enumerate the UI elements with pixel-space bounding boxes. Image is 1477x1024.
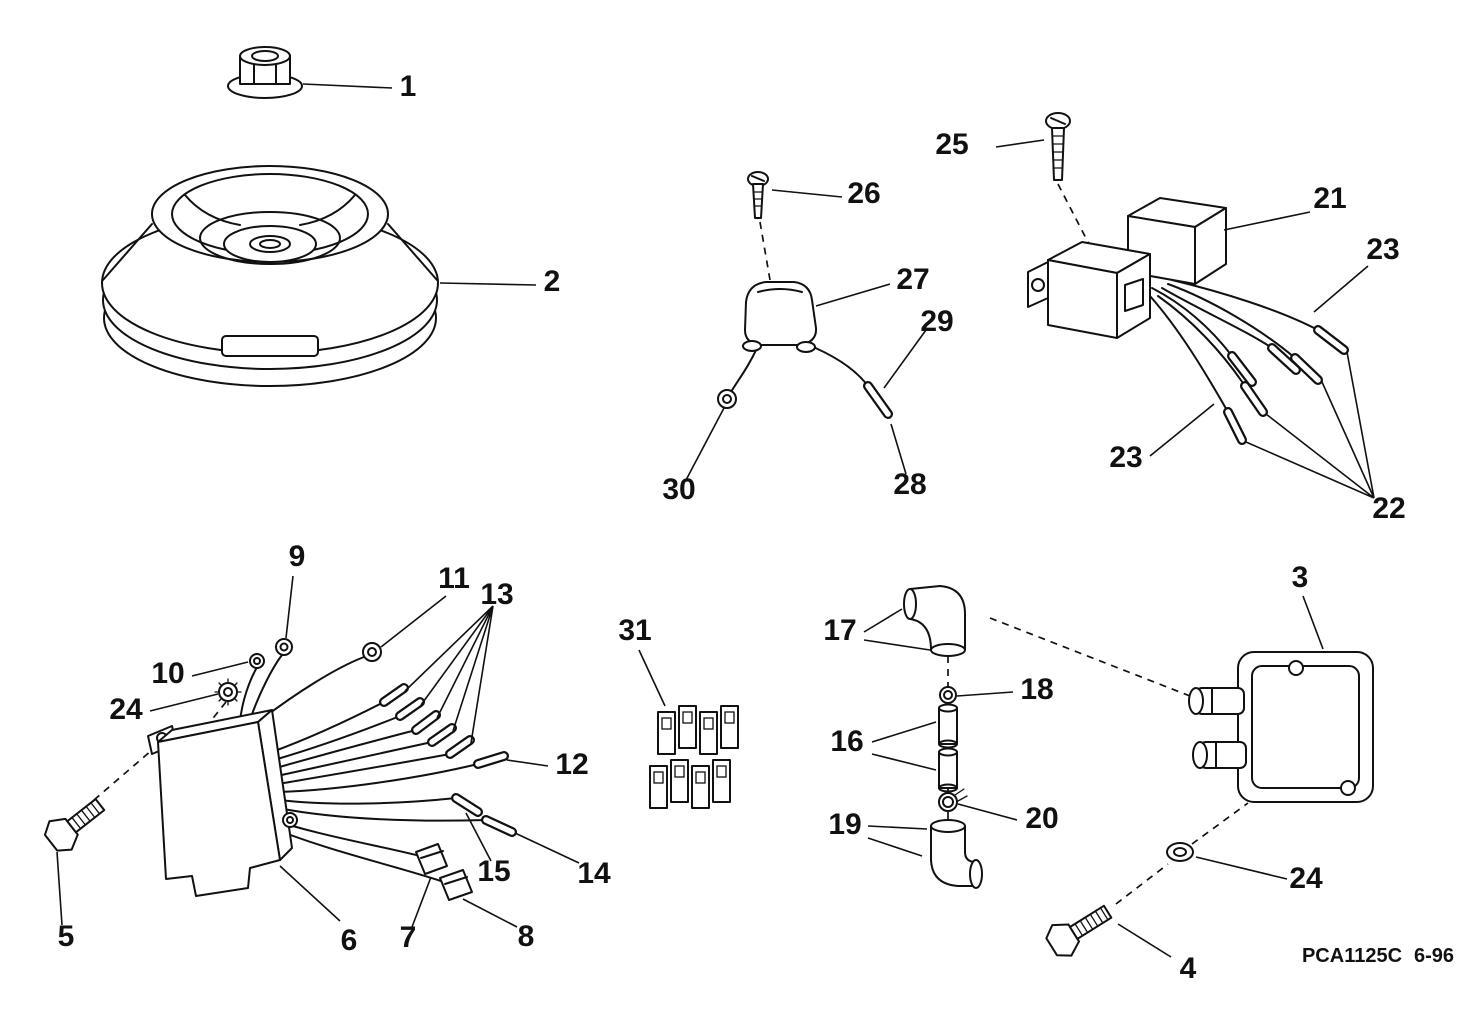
spark-plug-lead-column [903,585,983,889]
callout-24-left: 24 [109,693,143,726]
callout-16: 16 [830,725,863,758]
washer-18 [939,686,957,704]
callout-26: 26 [847,177,880,210]
ignition-coil-drawing [1188,651,1374,803]
ring-terminal-11 [362,642,382,662]
callout-14: 14 [577,857,611,890]
callout-9: 9 [289,540,306,573]
callout-3: 3 [1292,561,1309,594]
screw-26-drawing [747,171,769,219]
callout-30: 30 [662,473,695,506]
callout-24-right: 24 [1289,862,1323,895]
tube-16-upper [938,703,958,749]
ring-terminal-10 [249,653,265,669]
figure-revision: 6-96 [1414,945,1454,967]
callout-27: 27 [896,263,929,296]
bullet-terminals-13 [379,683,475,759]
figure-code: PCA1125C [1302,945,1402,967]
callout-13: 13 [480,578,513,611]
elbow-boot-19 [930,819,983,889]
elbow-boot-17 [903,585,966,657]
callout-22: 22 [1372,492,1405,525]
callout-25: 25 [935,128,968,161]
coil-tower-lower [1192,741,1247,769]
callout-23-upper: 23 [1366,233,1399,266]
tube-16-lower [938,747,958,793]
power-pack-assembly [43,638,517,901]
clamp-20 [938,788,968,812]
callout-12: 12 [555,748,588,781]
callout-28: 28 [893,468,926,501]
star-washer-24-left [214,678,242,706]
callout-23-lower: 23 [1109,441,1142,474]
callout-4: 4 [1180,952,1197,985]
coil-tower-upper [1188,687,1245,715]
flywheel-nut-drawing [227,46,303,99]
flywheel-drawing [101,165,439,387]
callout-8: 8 [518,920,535,953]
callout-31: 31 [618,614,651,647]
callout-29: 29 [920,305,953,338]
callout-17: 17 [823,614,856,647]
callout-6: 6 [341,924,358,957]
bolt-4-drawing [1045,904,1113,957]
connector-7 [415,843,448,875]
washer-24-right-drawing [1166,842,1194,862]
connector-8 [439,869,473,901]
sensor-coil-drawing [717,281,893,419]
terminal-block-drawing [649,705,739,809]
callout-18: 18 [1020,673,1053,706]
ring-terminal-9 [275,638,293,656]
callout-2: 2 [544,265,561,298]
screw-25-drawing [1045,112,1071,181]
callout-19: 19 [828,808,861,841]
callout-15: 15 [477,855,510,888]
callout-11: 11 [438,562,470,595]
bolt-5-drawing [43,798,106,852]
leader-lines [56,83,1375,958]
callout-5: 5 [58,920,75,953]
bullet-terminals-22-23 [1223,325,1349,445]
figure-footer: PCA1125C 6-96 [1302,945,1454,967]
callout-7: 7 [400,921,417,954]
power-pack-box [147,709,298,897]
callout-1: 1 [400,70,417,103]
callout-labels: 1 2 25 26 27 29 21 23 30 28 23 22 9 11 1… [58,70,1406,985]
ring-terminal-30 [717,389,737,409]
ignition-module-drawing [1027,197,1349,445]
callout-21: 21 [1313,182,1346,215]
callout-10: 10 [151,657,184,690]
callout-20: 20 [1025,802,1058,835]
